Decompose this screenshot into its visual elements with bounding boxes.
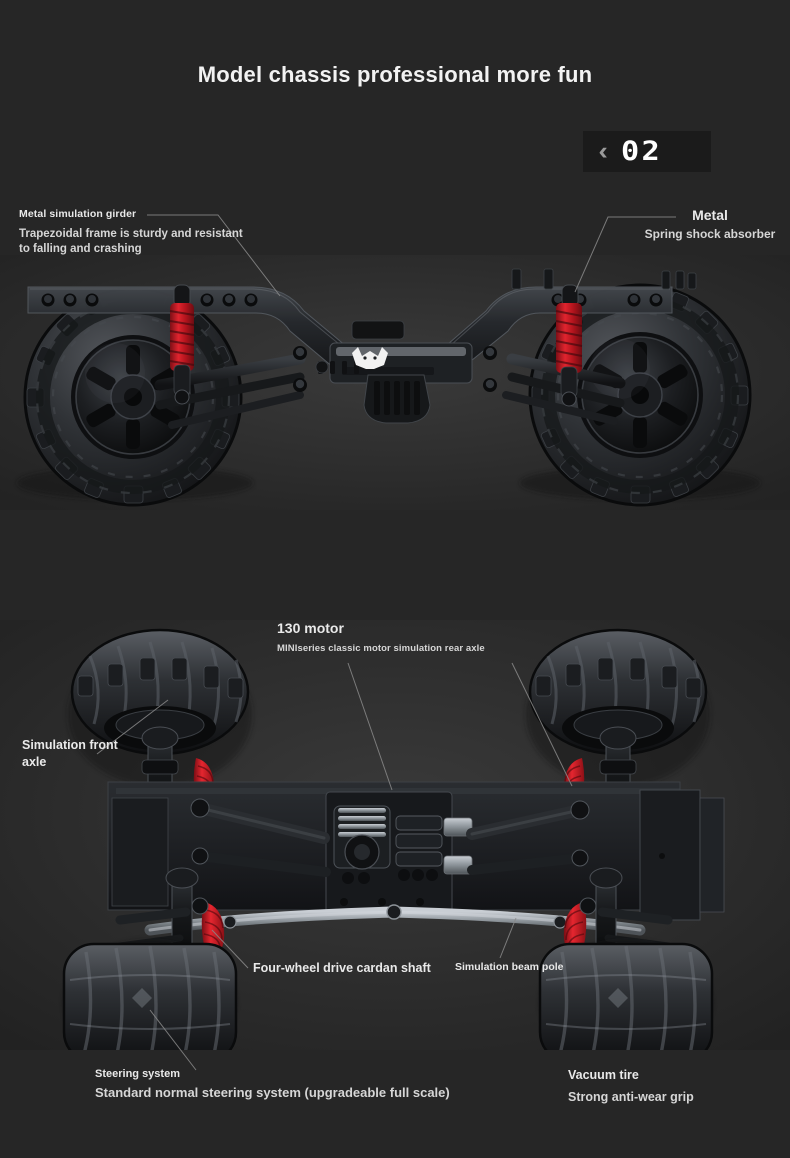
- annotation-spring-shock-heading: Metal: [692, 207, 728, 223]
- page-title: Model chassis professional more fun: [197, 62, 593, 87]
- annotation-steering-system-subtext: Standard normal steering system (upgrade…: [95, 1085, 450, 1100]
- step-badge: ‹ 02: [583, 131, 711, 172]
- annotation-metal-girder-subtext: Trapezoidal frame is sturdy and resistan…: [19, 228, 243, 256]
- annotation-cardan-shaft-heading: Four-wheel drive cardan shaft: [253, 961, 431, 975]
- annotation-front-axle-heading: Simulation front axle: [22, 738, 118, 769]
- annotation-spring-shock-subtext: Spring shock absorber: [644, 227, 776, 241]
- annotation-motor-heading: 130 motor: [277, 620, 344, 636]
- shock-absorber-rear: [169, 284, 195, 405]
- annotation-beam-pole-heading: Simulation beam pole: [455, 961, 564, 973]
- cardan-drive-shafts: [190, 798, 590, 877]
- annotation-front-axle: Simulation front axle: [22, 737, 142, 771]
- annotation-metal-girder-heading: Metal simulation girder: [19, 208, 137, 220]
- annotation-vacuum-tire: Vacuum tire Strong anti-wear grip: [568, 1068, 778, 1104]
- bull-horns-emblem-icon: [352, 347, 388, 369]
- motor-assembly: [325, 791, 473, 917]
- tire-rear-right: [538, 940, 714, 1050]
- motor-heatsink: [333, 805, 391, 870]
- annotation-motor: 130 motor MINIseries classic motor simul…: [277, 620, 577, 654]
- wheel-rear-left: [23, 287, 243, 507]
- annotation-cardan-shaft: Four-wheel drive cardan shaft: [253, 960, 438, 977]
- chevron-left-icon: ‹: [598, 137, 608, 165]
- annotation-steering-system-heading: Steering system: [95, 1068, 180, 1080]
- annotation-beam-pole: Simulation beam pole: [455, 960, 565, 975]
- annotation-spring-shock: Metal Spring shock absorber: [640, 207, 780, 242]
- shock-absorber-front: [555, 284, 583, 407]
- center-skid-plate: [293, 320, 497, 424]
- annotation-motor-subtext: MINIseries classic motor simulation rear…: [277, 643, 485, 654]
- chassis-underside-view-photo: [0, 620, 790, 1050]
- annotation-vacuum-tire-heading: Vacuum tire: [568, 1068, 639, 1082]
- annotation-vacuum-tire-subtext: Strong anti-wear grip: [568, 1090, 694, 1104]
- annotation-metal-girder: Metal simulation girder Trapezoidal fram…: [19, 208, 254, 257]
- annotation-steering-system: Steering system Standard normal steering…: [95, 1068, 475, 1102]
- wheel-front-right: [528, 283, 752, 507]
- tire-rear-left: [62, 940, 238, 1050]
- chassis-side-view-photo: [0, 255, 790, 510]
- step-number: 02: [621, 136, 663, 167]
- rear-axle-assembly: [115, 867, 673, 960]
